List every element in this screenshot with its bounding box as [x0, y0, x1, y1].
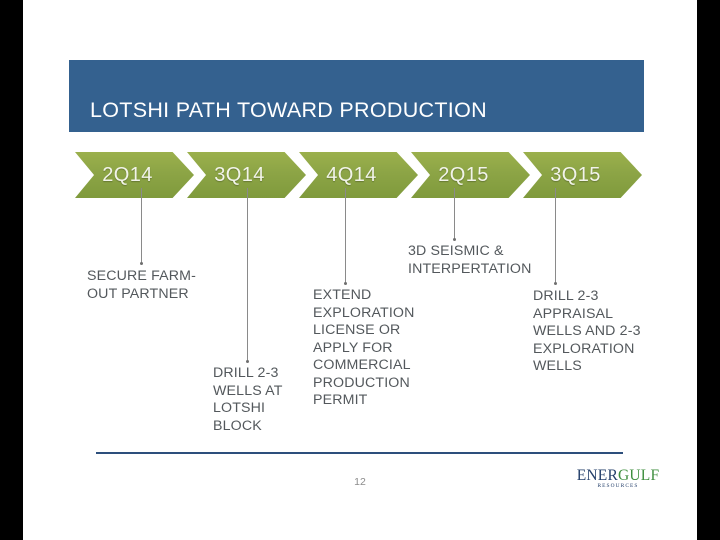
- chevron-reflection-label: 3Q15: [550, 211, 601, 234]
- chevron-reflection: 2Q15: [411, 199, 530, 240]
- connector-line-2q15: [452, 188, 457, 242]
- chevron-shape: [75, 152, 194, 198]
- right-letterbox-strip: [697, 0, 720, 540]
- chevron-reflection: 2Q14: [75, 199, 194, 240]
- slide-title-bar: LOTSHI PATH TOWARD PRODUCTION: [69, 60, 644, 132]
- connector-line-2q14: [139, 188, 144, 266]
- chevron-shape: [523, 152, 642, 198]
- energulf-logo: ENERGULF RESOURCES: [572, 468, 664, 498]
- timeline-step-label: 4Q14: [326, 163, 377, 186]
- connector-line-4q14: [343, 188, 348, 286]
- timeline-step-3q14[interactable]: 3Q14: [187, 152, 306, 198]
- chevron-shape: [187, 152, 306, 198]
- chevron-reflection-label: 2Q14: [102, 211, 153, 234]
- timeline-step-2q15[interactable]: 2Q15: [411, 152, 530, 198]
- chevron-reflection-label: 2Q15: [438, 211, 489, 234]
- callout-4q14: EXTEND EXPLORATION LICENSE OR APPLY FOR …: [313, 287, 415, 408]
- timeline-step-4q14[interactable]: 4Q14: [299, 152, 418, 198]
- chevron-reflection: 4Q14: [299, 199, 418, 240]
- logo-subtitle: RESOURCES: [597, 483, 639, 489]
- page-number: 12: [354, 476, 366, 488]
- chevron-shape: [299, 152, 418, 198]
- timeline-step-label: 2Q15: [438, 163, 489, 186]
- logo-wordmark: ENERGULF: [572, 468, 664, 484]
- left-letterbox-strip: [0, 0, 23, 540]
- timeline-step-label: 2Q14: [102, 163, 153, 186]
- callout-3q14: DRILL 2-3 WELLS AT LOTSHI BLOCK: [213, 365, 283, 434]
- chevron-shape: [411, 152, 530, 198]
- footer-divider-rule: [96, 452, 623, 454]
- connector-line-3q15: [553, 188, 558, 286]
- chevron-reflection-label: 3Q14: [214, 211, 265, 234]
- page-title: LOTSHI PATH TOWARD PRODUCTION: [90, 98, 487, 122]
- logo-gulf-text: GULF: [618, 467, 660, 484]
- timeline-step-label: 3Q15: [550, 163, 601, 186]
- timeline-step-2q14[interactable]: 2Q14: [75, 152, 194, 198]
- chevron-reflection-label: 4Q14: [326, 211, 377, 234]
- connector-line-3q14: [245, 188, 250, 363]
- callout-3q15: DRILL 2-3 APPRAISAL WELLS AND 2-3 EXPLOR…: [533, 288, 641, 374]
- callout-2q14: SECURE FARM- OUT PARTNER: [87, 268, 197, 302]
- timeline-step-3q15[interactable]: 3Q15: [523, 152, 642, 198]
- logo-ener-text: ENER: [576, 467, 618, 484]
- chevron-reflection: 3Q15: [523, 199, 642, 240]
- timeline-chevron-band: 2Q14 3Q14 4Q14 2Q15 3Q15 2Q14 3Q14: [75, 152, 645, 240]
- timeline-step-label: 3Q14: [214, 163, 265, 186]
- callout-2q15: 3D SEISMIC & INTERPERTATION: [408, 243, 532, 277]
